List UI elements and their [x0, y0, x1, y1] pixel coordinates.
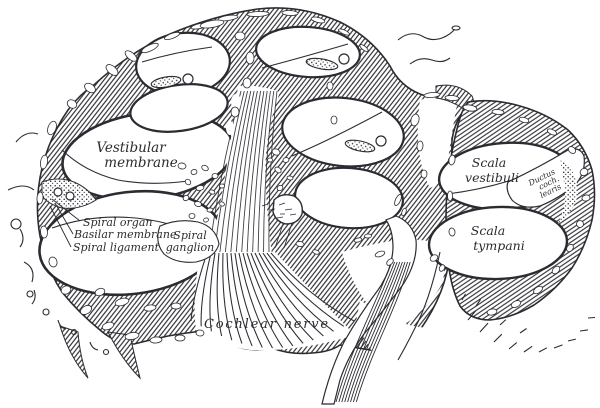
vestibular-membrane-line: [61, 149, 189, 184]
mark-o-3: [70, 328, 78, 336]
trunk-white-patch-1: [231, 94, 241, 110]
labels: Vestibular membrane Spiral organ Basilar…: [73, 140, 563, 332]
mark-o-4: [102, 348, 110, 356]
organ-mid: [344, 139, 376, 153]
label-vestibular-membrane-line2: membrane: [104, 155, 177, 171]
label-scala-tympani-line2: tympani: [473, 238, 524, 253]
label-scala-vestibuli-line2: vestibuli: [465, 170, 519, 185]
mark-o-1: [26, 290, 34, 298]
fan-bed: [194, 252, 355, 351]
nerve-twigs: [261, 202, 297, 249]
wisp-left-loop: [10, 218, 22, 230]
wisp-left-1: [15, 132, 39, 143]
channel-right: [417, 96, 458, 188]
ductus-stipple: [558, 160, 578, 224]
leader-basilar-membrane: [54, 202, 74, 235]
organ-top-left-tunnel: [182, 73, 194, 85]
label-vestibular-membrane-line1: Vestibular: [96, 140, 167, 156]
horn-left-2: [107, 331, 141, 380]
chamber-mid-lower: [293, 166, 405, 230]
edge-wisps: [7, 25, 461, 356]
wisp-top-right-2: [409, 57, 451, 65]
organ-apex-tunnel: [338, 53, 350, 65]
wisp-left-3: [19, 228, 24, 248]
label-spiral-organ: Spiral organ: [83, 216, 153, 229]
cochlear-nerve-fan: [190, 252, 355, 349]
mark-o-2: [42, 308, 50, 316]
spiral-organ-structures: [41, 53, 585, 237]
label-spiral-ligament: Spiral ligament: [73, 241, 160, 254]
label-scala-vestibuli-line1: Scala: [472, 155, 506, 170]
trunk-core: [205, 85, 280, 255]
trunk-white-patch-2: [226, 121, 234, 135]
fading-hatch-dashes: [461, 293, 596, 353]
horn-left-1: [59, 325, 89, 379]
modiolus-trunk: [190, 85, 355, 351]
gap-edge-line: [397, 251, 441, 361]
bone-marrow-flecks: [36, 10, 591, 344]
organ-apex: [305, 57, 339, 71]
mark-u-2: [89, 341, 99, 351]
organ-top-left: [150, 75, 182, 89]
spiral-ganglion-region: [157, 220, 220, 263]
trunk-fibers: [208, 90, 278, 253]
wisp-left-5: [31, 289, 36, 305]
membrane-apex: [261, 43, 349, 69]
chamber-top-left-lower: [129, 83, 229, 133]
membrane-mid: [291, 111, 383, 157]
label-spiral-ganglion-line1: Spiral: [173, 229, 207, 242]
organ-mid-tunnel: [375, 135, 387, 147]
leader-spiral-ligament: [49, 205, 72, 248]
label-scala-tympani-line1: Scala: [471, 223, 505, 238]
notch-top-right: [390, 4, 478, 97]
ganglion-pocket: [157, 220, 220, 263]
membrane-top-left: [141, 46, 213, 63]
label-cochlear-nerve: Cochlear nerve: [204, 317, 330, 332]
wisp-top-right-1: [397, 27, 457, 41]
wisp-left-4: [23, 261, 34, 283]
wisp-left-2: [7, 185, 35, 191]
membrane-right: [446, 179, 513, 195]
wisp-fleck: [451, 25, 461, 31]
leader-lines: [49, 198, 81, 248]
organ-left-tunnel-2: [65, 191, 75, 201]
label-basilar-membrane: Basilar membrane: [73, 228, 177, 241]
organ-left-tunnel-1: [53, 187, 63, 197]
band-fibers: [335, 261, 411, 403]
mark-u-1: [57, 319, 67, 330]
label-spiral-ganglion-line2: ganglion: [166, 241, 214, 254]
leader-spiral-organ: [51, 198, 81, 222]
chamber-scala-tympani: [427, 205, 569, 281]
